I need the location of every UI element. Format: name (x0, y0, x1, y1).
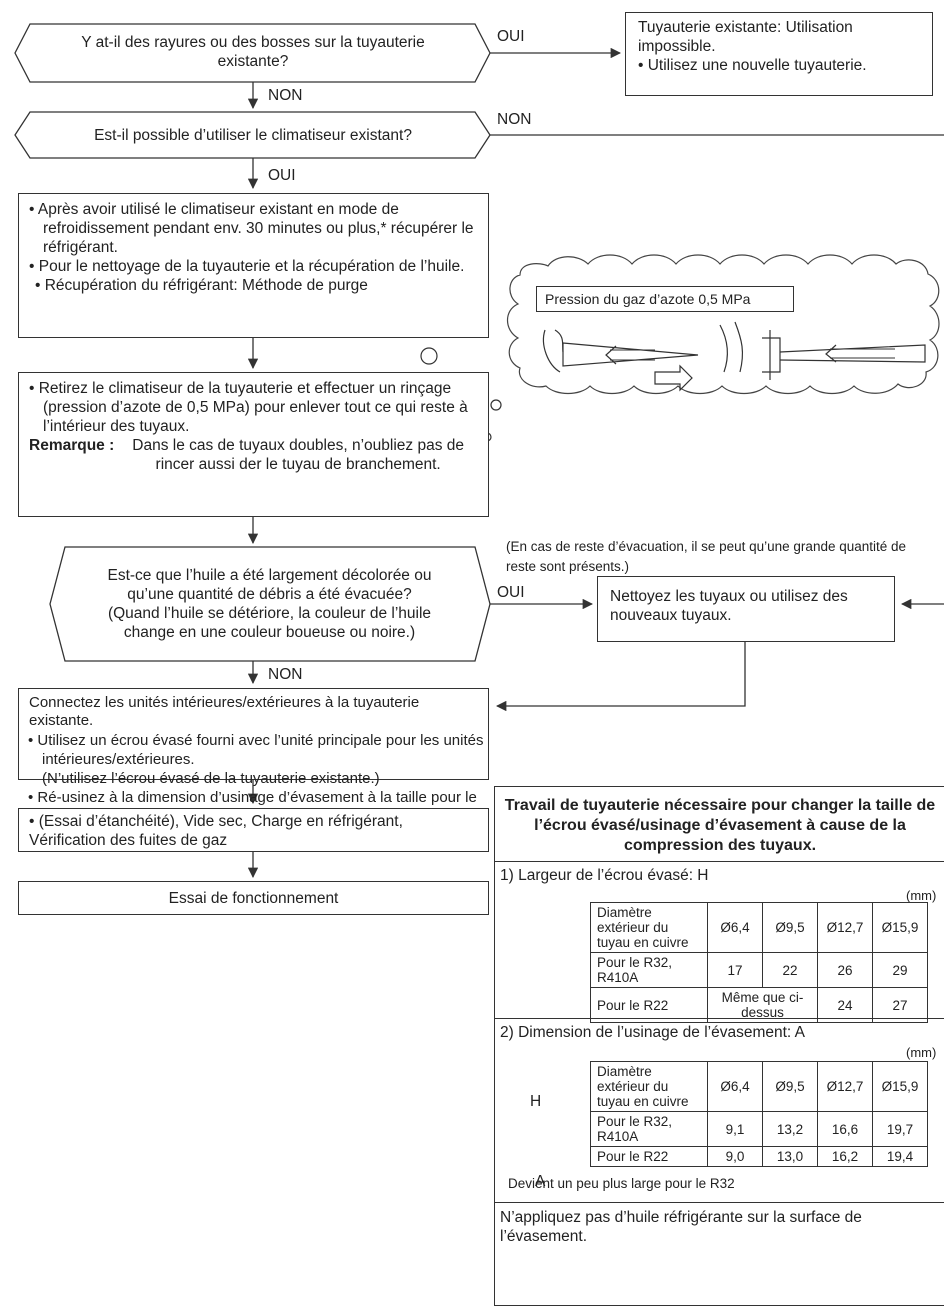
decision-q3-text: Est-ce que l’huile a été largement décol… (62, 566, 477, 642)
step3-bullet1-note: (N’utilisez l’écrou évasé de la tuyauter… (42, 770, 380, 787)
nut-h-label: H (530, 1093, 542, 1110)
q1-no-label: NON (268, 87, 303, 104)
flare-nut-table: Diamètre extérieur du tuyau en cuivre Ø6… (590, 902, 928, 1023)
q3-result-box: Nettoyez les tuyaux ou utilisez des nouv… (597, 576, 895, 642)
q3-no-label: NON (268, 666, 303, 683)
table-row: Pour le R22 9,0 13,0 16,2 19,4 (590, 1146, 928, 1167)
decision-q2-text: Est-il possible d’utiliser le climatiseu… (94, 127, 412, 144)
q3-line3: (Quand l’huile se détériore, la couleur … (107, 605, 432, 622)
table-row: Pour le R32, R410A 9,1 13,2 16,6 19,7 (590, 1111, 928, 1147)
evacuation-note: (En cas de reste d’évacuation, il se peu… (506, 539, 907, 574)
step3-intro: Connectez les unités intérieures/extérie… (29, 694, 420, 729)
spec-section2-title: 2) Dimension de l’usinage de l’évasement… (500, 1024, 806, 1041)
cloud-illustration (506, 254, 940, 395)
step4-box: • (Essai d’étanchéité), Vide sec, Charge… (18, 808, 489, 852)
table-row: Pour le R32, R410A 17 22 26 29 (590, 952, 928, 988)
decision-shape-q3 (49, 546, 491, 662)
table-row: Pour le R22 Même que ci-dessus 24 27 (590, 987, 928, 1023)
decision-shape-q1 (14, 23, 491, 83)
q1-result-box: Tuyauterie existante: Utilisation imposs… (625, 12, 933, 96)
step1-bullet3: • Récupération du réfrigérant: Méthode d… (35, 277, 368, 294)
spec-section1-title: 1) Largeur de l’écrou évasé: H (500, 867, 709, 884)
step3-bullet1: • Utilisez un écrou évasé fourni avec l’… (28, 732, 484, 768)
step3-bullets: • Utilisez un écrou évasé fourni avec l’… (28, 731, 488, 826)
table-row: Diamètre extérieur du tuyau en cuivre Ø6… (590, 902, 928, 953)
decision-shape-q2 (14, 111, 491, 159)
flare-dimension-table: Diamètre extérieur du tuyau en cuivre Ø6… (590, 1061, 928, 1167)
step1-bullet2: • Pour le nettoyage de la tuyauterie et … (29, 258, 465, 275)
q3-yes-label: OUI (497, 584, 525, 601)
remark-text: Dans le cas de tuyaux doubles, n’oubliez… (132, 437, 465, 473)
q1-yes-label: OUI (497, 28, 525, 45)
flare-a-label: A (535, 1173, 546, 1190)
spec-unit-2: (mm) (906, 1045, 937, 1060)
q1-result-line1: Tuyauterie existante: Utilisation imposs… (638, 19, 853, 55)
q1-result-line2: • Utilisez une nouvelle tuyauterie. (638, 57, 867, 74)
step2-bullet1: • Retirez le climatiseur de la tuyauteri… (29, 380, 468, 435)
q3-line4: change en une couleur boueuse ou noire.) (123, 624, 416, 641)
q3-line1: Est-ce que l’huile a été largement décol… (107, 567, 432, 584)
remark-label: Remarque : (29, 437, 115, 454)
q2-yes-label: OUI (268, 167, 296, 184)
step3-box: Connectez les unités intérieures/extérie… (18, 688, 489, 780)
step5-box: Essai de fonctionnement (18, 881, 489, 915)
cloud-label: Pression du gaz d’azote 0,5 MPa (536, 286, 794, 312)
q2-no-label: NON (497, 111, 532, 128)
spec-note-r32: Devient un peu plus large pour le R32 (508, 1176, 735, 1191)
spec-title: Travail de tuyauterie nécessaire pour ch… (504, 797, 936, 854)
spec-footer: N’appliquez pas d’huile réfrigérante sur… (500, 1209, 862, 1245)
table-row: Diamètre extérieur du tuyau en cuivre Ø6… (590, 1061, 928, 1112)
spec-panel (494, 786, 944, 1306)
decision-q1-text: Y at-il des rayures ou des bosses sur la… (81, 34, 425, 70)
step1-box: • Après avoir utilisé le climatiseur exi… (18, 193, 489, 338)
q3-line2: qu’une quantité de débris a été évacuée? (127, 586, 412, 603)
step2-box: • Retirez le climatiseur de la tuyauteri… (18, 372, 489, 517)
step1-bullet1: • Après avoir utilisé le climatiseur exi… (29, 201, 474, 256)
spec-unit-1: (mm) (906, 888, 937, 903)
flushing-sketch (542, 321, 926, 392)
